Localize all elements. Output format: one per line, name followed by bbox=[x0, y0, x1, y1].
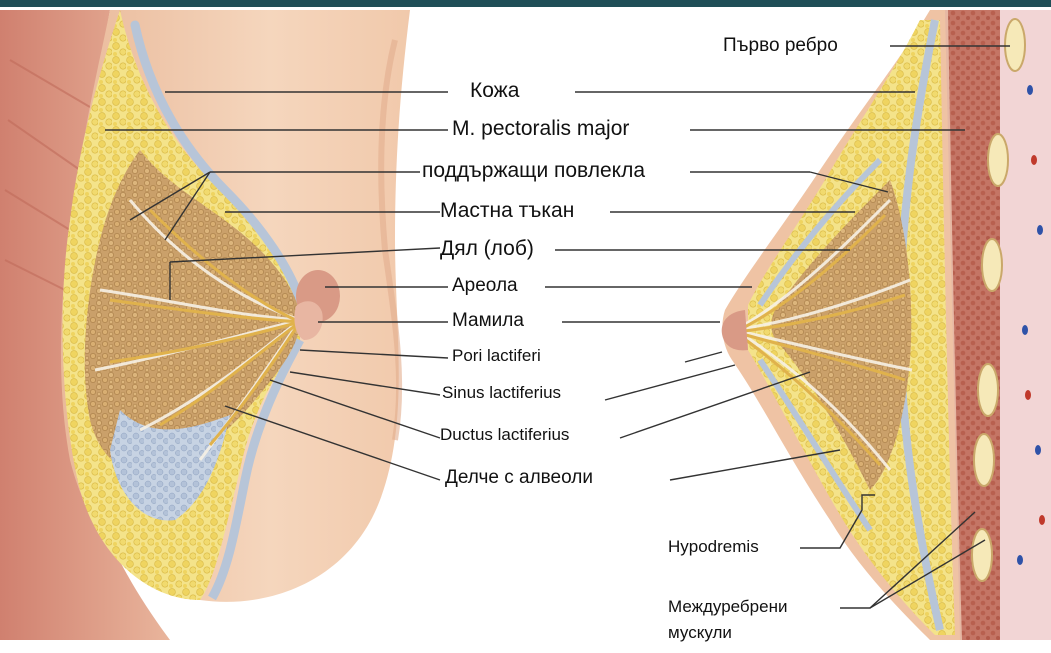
first-rib bbox=[1005, 19, 1025, 71]
label-sinus: Sinus lactiferius bbox=[442, 384, 561, 401]
label-lobule: Делче с алвеоли bbox=[445, 468, 593, 487]
label-nipple: Мамила bbox=[452, 311, 524, 330]
label-first-rib: Първо ребро bbox=[723, 36, 838, 55]
sagittal-view bbox=[722, 10, 1051, 640]
frontal-view bbox=[0, 10, 410, 640]
label-intercostal-2: мускули bbox=[668, 624, 732, 641]
label-areola: Ареола bbox=[452, 276, 518, 295]
label-pectoralis: M. pectoralis major bbox=[452, 118, 629, 139]
label-pori: Pori lactiferi bbox=[452, 347, 541, 364]
label-skin: Кожа bbox=[470, 80, 519, 101]
label-suspensory: поддържащи повлекла bbox=[422, 160, 645, 181]
label-fat: Мастна тъкан bbox=[440, 200, 574, 221]
label-hypodermis: Hypodremis bbox=[668, 538, 759, 555]
rib-region bbox=[1000, 10, 1051, 640]
label-ductus: Ductus lactiferius bbox=[440, 426, 569, 443]
label-lobe: Дял (лоб) bbox=[440, 238, 534, 259]
label-intercostal-1: Междуребрени bbox=[668, 598, 787, 615]
